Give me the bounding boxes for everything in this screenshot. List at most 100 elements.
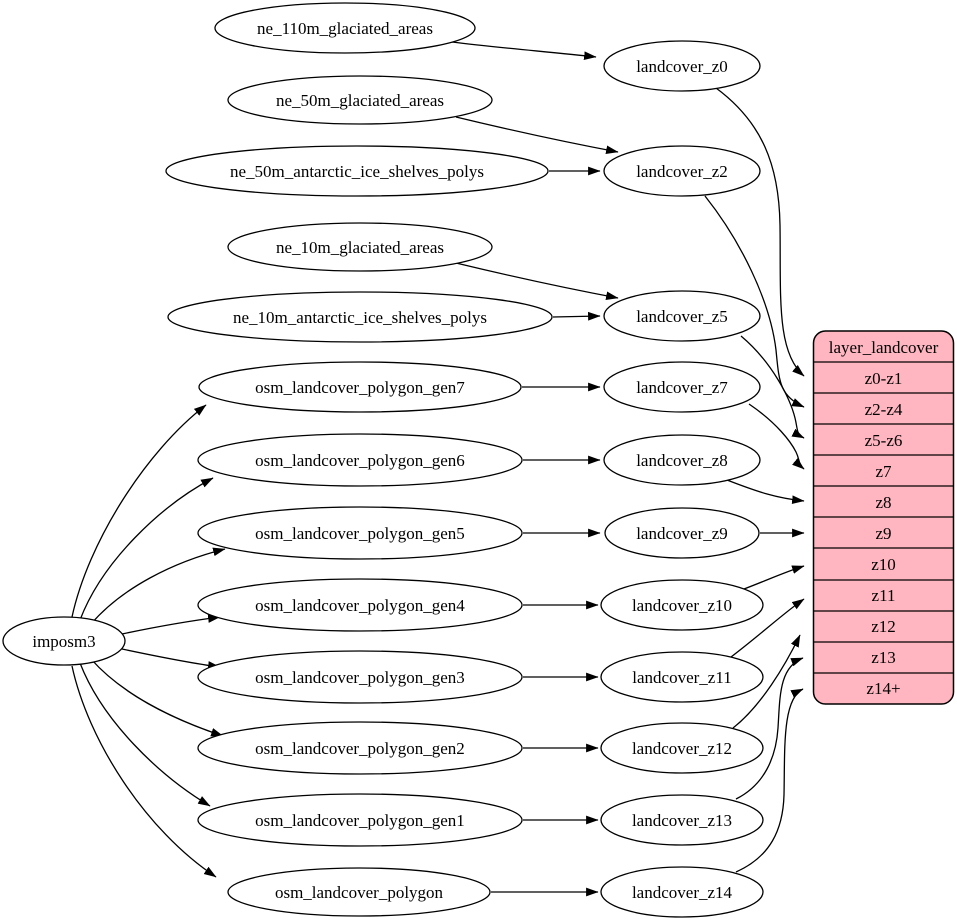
node-label: osm_landcover_polygon_gen5	[255, 524, 465, 543]
node-ellipse	[198, 361, 522, 413]
table-row-z10: z10	[871, 555, 896, 574]
table-row-z0-z1: z0-z1	[865, 369, 903, 388]
node-label: osm_landcover_polygon_gen1	[255, 811, 465, 830]
node-osm-landcover-polygon-gen5: osm_landcover_polygon_gen5	[197, 506, 523, 560]
node-ellipse	[197, 433, 523, 487]
edges-layer	[71, 41, 805, 897]
edge-imposm3-to-osm-landcover-polygon-gen3	[121, 648, 221, 670]
edge-ne-10m-glaciated-areas-to-landcover-z5	[455, 262, 619, 301]
table-row-z8: z8	[875, 493, 891, 512]
node-ellipse	[214, 2, 476, 54]
node-label: ne_110m_glaciated_areas	[257, 19, 433, 38]
node-label: landcover_z2	[636, 162, 728, 181]
node-osm-landcover-polygon-gen1: osm_landcover_polygon_gen1	[197, 793, 523, 847]
node-ellipse	[600, 722, 764, 774]
node-ellipse	[227, 867, 491, 917]
node-ellipse	[197, 578, 523, 632]
node-ellipse	[603, 40, 761, 92]
node-osm-landcover-polygon-gen3: osm_landcover_polygon_gen3	[197, 650, 523, 704]
edge-imposm3-to-osm-landcover-polygon-gen2	[90, 658, 224, 737]
table-row-z13: z13	[871, 648, 896, 667]
edge-landcover-z12-to-row-z12	[732, 634, 801, 729]
table-layer-landcover: layer_landcover z0-z1 z2-z4 z5-z6 z7 z8 …	[812, 330, 955, 705]
node-label: landcover_z7	[636, 378, 728, 397]
node-label: landcover_z9	[636, 524, 728, 543]
node-ellipse	[2, 616, 126, 666]
node-ellipse	[603, 361, 761, 413]
nodes-layer: imposm3 ne_110m_glaciated_areas ne_50m_g…	[2, 2, 764, 918]
node-ellipse	[603, 434, 761, 486]
table-row-z14plus: z14+	[866, 679, 900, 698]
node-ellipse	[165, 145, 549, 197]
node-landcover-z12: landcover_z12	[600, 722, 764, 774]
table-row-z2-z4: z2-z4	[865, 400, 903, 419]
node-label: ne_50m_glaciated_areas	[276, 91, 444, 110]
node-ellipse	[600, 651, 764, 703]
table-row-z5-z6: z5-z6	[865, 431, 903, 450]
edge-landcover-z8-to-row-z8	[726, 479, 805, 505]
node-label: landcover_z8	[636, 451, 728, 470]
node-landcover-z9: landcover_z9	[604, 507, 760, 559]
node-ellipse	[197, 793, 523, 847]
table-row-z9: z9	[875, 524, 891, 543]
edge-imposm3-to-osm-landcover-polygon-gen6	[79, 477, 214, 621]
node-label: ne_10m_antarctic_ice_shelves_polys	[233, 308, 487, 327]
edge-landcover-z13-to-row-z13	[735, 657, 804, 800]
node-label: landcover_z11	[632, 668, 731, 687]
node-ellipse	[600, 794, 764, 846]
edge-ne-110m-glaciated-areas-to-landcover-z0	[451, 41, 597, 60]
node-ellipse	[197, 721, 523, 775]
node-label: landcover_z12	[632, 739, 732, 758]
node-ellipse	[604, 507, 760, 559]
node-ellipse	[600, 866, 764, 918]
table-row-z11: z11	[872, 586, 896, 605]
node-label: ne_10m_glaciated_areas	[276, 238, 444, 257]
node-imposm3: imposm3	[2, 616, 126, 666]
edge-landcover-z5-to-row-z5-z6	[740, 335, 805, 439]
edge-imposm3-to-osm-landcover-polygon-gen5	[90, 547, 226, 625]
node-ellipse	[600, 579, 764, 631]
table-row-z12: z12	[871, 617, 896, 636]
node-label: landcover_z0	[636, 57, 728, 76]
edge-imposm3-to-osm-landcover-polygon-gen7	[71, 404, 207, 618]
edge-landcover-z10-to-row-z10	[743, 565, 805, 590]
node-ne-50m-antarctic-ice-shelves-polys: ne_50m_antarctic_ice_shelves_polys	[165, 145, 549, 197]
node-label: landcover_z13	[632, 811, 732, 830]
node-label: imposm3	[32, 632, 95, 651]
node-landcover-z2: landcover_z2	[603, 145, 761, 197]
node-label: landcover_z14	[632, 883, 733, 902]
node-label: osm_landcover_polygon_gen7	[255, 378, 465, 397]
node-ellipse	[197, 506, 523, 560]
node-landcover-z10: landcover_z10	[600, 579, 764, 631]
node-ellipse	[227, 75, 493, 125]
node-label: landcover_z10	[632, 596, 732, 615]
table-row-z7: z7	[875, 462, 892, 481]
node-ellipse	[603, 145, 761, 197]
node-landcover-z11: landcover_z11	[600, 651, 764, 703]
node-label: osm_landcover_polygon_gen2	[255, 739, 465, 758]
node-osm-landcover-polygon-gen2: osm_landcover_polygon_gen2	[197, 721, 523, 775]
node-ellipse	[227, 222, 493, 272]
edge-imposm3-to-osm-landcover-polygon	[71, 665, 217, 878]
edge-landcover-z11-to-row-z11	[730, 598, 805, 658]
node-ellipse	[603, 290, 761, 342]
node-osm-landcover-polygon-gen7: osm_landcover_polygon_gen7	[198, 361, 522, 413]
node-label: osm_landcover_polygon_gen6	[255, 451, 465, 470]
node-ne-50m-glaciated-areas: ne_50m_glaciated_areas	[227, 75, 493, 125]
node-landcover-z7: landcover_z7	[603, 361, 761, 413]
edge-ne-10m-antarctic-ice-shelves-polys-to-landcover-z5	[552, 311, 601, 321]
node-landcover-z5: landcover_z5	[603, 290, 761, 342]
node-landcover-z8: landcover_z8	[603, 434, 761, 486]
edge-imposm3-to-osm-landcover-polygon-gen4	[121, 614, 221, 635]
edge-landcover-z14-to-row-z14plus	[735, 688, 804, 873]
edge-landcover-z7-to-row-z7	[748, 403, 805, 470]
node-landcover-z14: landcover_z14	[600, 866, 764, 918]
node-label: osm_landcover_polygon_gen4	[255, 596, 465, 615]
node-osm-landcover-polygon-gen4: osm_landcover_polygon_gen4	[197, 578, 523, 632]
node-landcover-z0: landcover_z0	[603, 40, 761, 92]
node-ellipse	[167, 291, 553, 343]
node-osm-landcover-polygon-gen6: osm_landcover_polygon_gen6	[197, 433, 523, 487]
node-label: osm_landcover_polygon	[275, 883, 444, 902]
